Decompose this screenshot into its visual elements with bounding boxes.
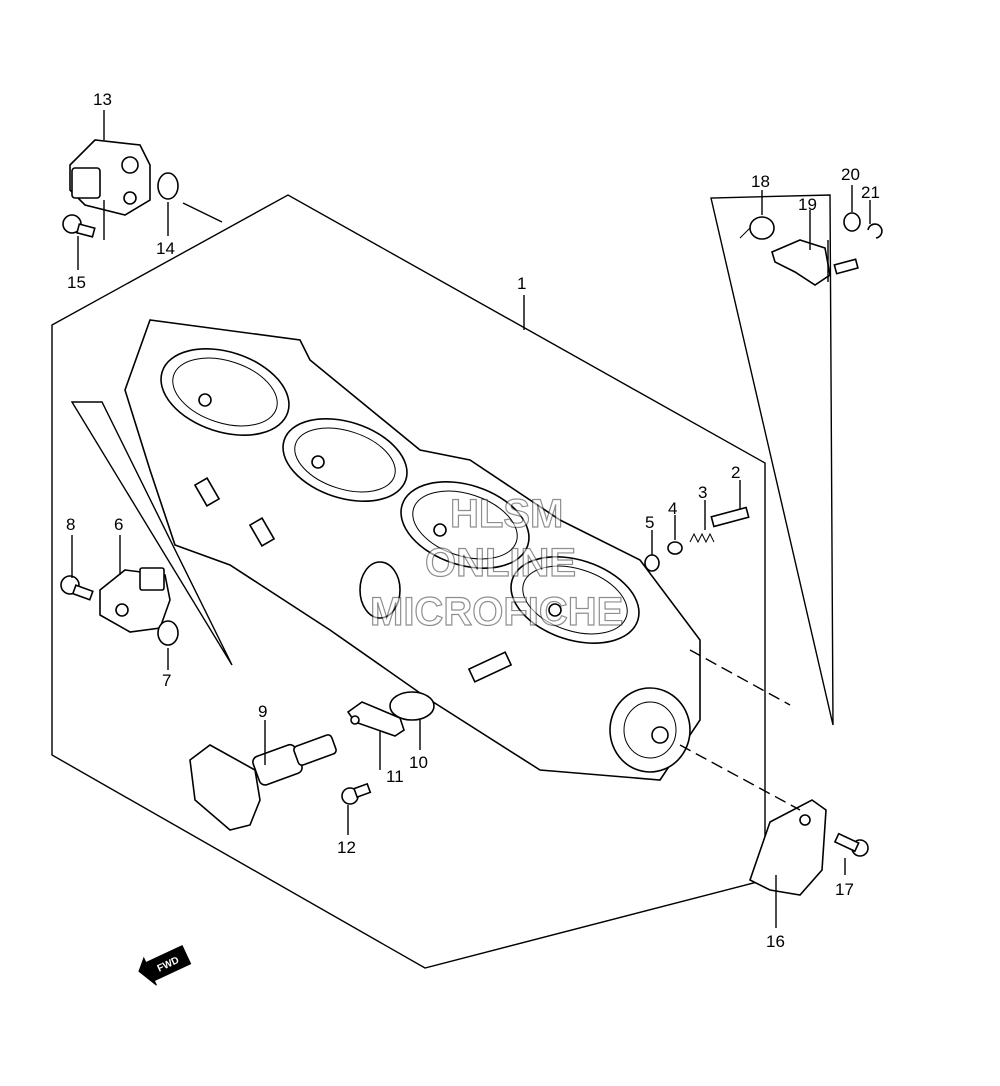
callout-11: 11 [386,767,404,786]
callout-8: 8 [66,515,75,534]
callout-labels: 1 2 3 4 5 6 7 8 9 10 11 12 13 14 15 16 1… [66,90,880,951]
callout-4: 4 [668,499,677,518]
callout-19: 19 [798,195,817,214]
part-7-o-ring [157,620,179,646]
part-10-o-ring [389,691,435,721]
part-13-sensor [69,139,151,216]
callout-7: 7 [162,671,171,690]
group-right-bracket [710,194,834,726]
callout-13: 13 [93,90,112,109]
callout-17: 17 [835,880,854,899]
watermark-line-2: ONLINE [425,541,576,585]
callout-18: 18 [751,172,770,191]
callout-3: 3 [698,483,707,502]
watermark: HLSM ONLINE MICROFICHE [369,491,624,634]
part-4-washer [667,541,683,555]
callout-9: 9 [258,702,267,721]
part-20-washer [843,212,861,232]
throttle-body-assembly [124,319,701,781]
part-21-clip [867,223,883,239]
fwd-arrow-icon: FWD [138,944,192,986]
part-11-bracket [346,701,405,737]
part-3-spring [689,532,715,544]
callout-1: 1 [517,274,526,293]
part-6-sensor [99,567,171,633]
part-9-sensor [189,734,337,831]
callout-6: 6 [114,515,123,534]
callout-16: 16 [766,932,785,951]
callout-2: 2 [731,463,740,482]
part-12-screw [341,782,372,805]
callout-10: 10 [409,753,428,772]
part-19-lever [771,239,859,286]
part-18-spring [739,216,775,240]
callout-12: 12 [337,838,356,857]
part-16-bracket [749,799,827,896]
part-15-screw [62,214,96,238]
callout-21: 21 [861,183,880,202]
part-14-o-ring [157,172,179,200]
callout-20: 20 [841,165,860,184]
watermark-line-3: MICROFICHE [370,590,623,634]
part-8-screw [60,575,94,601]
part-2-screw [710,506,750,528]
part-5-washer [644,554,660,572]
callout-14: 14 [156,239,175,258]
group-left-bracket [70,401,233,666]
watermark-line-1: HLSM [450,492,563,536]
part-17-screw [833,832,869,857]
callout-15: 15 [67,273,86,292]
callout-5: 5 [645,513,654,532]
leader-lines [71,110,871,928]
